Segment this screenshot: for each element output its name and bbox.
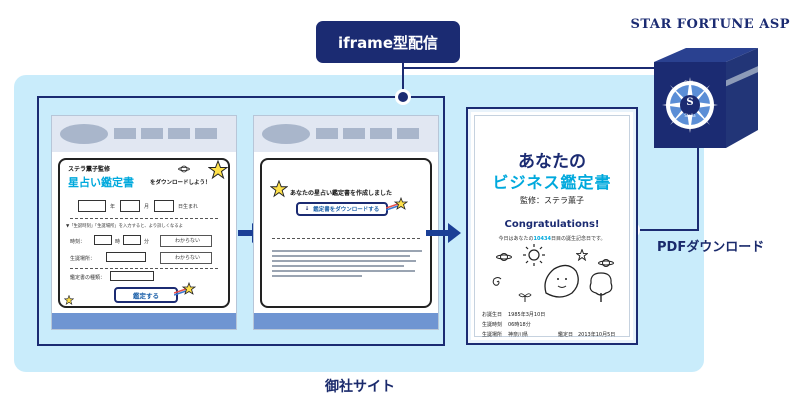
pdf-download-label: PDFダウンロード: [657, 240, 765, 255]
iframe-delivery-label: iframe型配信: [316, 21, 460, 63]
asp-logo-text-bottom: Stella: [684, 113, 696, 118]
iframe-frame: [37, 96, 445, 346]
cert-type-label: 鑑定書の種類：: [70, 275, 106, 281]
connector-pdf-vertical: [697, 140, 699, 231]
form-title-suffix: をダウンロードしよう！: [150, 180, 211, 186]
birth-day-input[interactable]: [154, 200, 174, 212]
company-site-label: 御社サイト: [325, 379, 395, 395]
pdf-birth-date-value: 1985年3月10日: [508, 312, 546, 318]
download-arrow-icon: ↓: [304, 206, 310, 212]
pdf-title-line1: あなたの: [518, 152, 586, 172]
fine-print-block: [272, 250, 422, 280]
result-card: あなたの星占い鑑定書を作成しました ↓ 鑑定書をダウンロードする: [260, 158, 432, 308]
asp-server-box-icon: [654, 48, 758, 148]
asp-logo-monogram: S: [686, 97, 694, 108]
small-star-icon: [64, 295, 74, 305]
submit-label: 鑑定する: [133, 292, 159, 300]
pdf-supervisor: 監修：ステラ薫子: [520, 196, 584, 205]
nav-placeholder: [114, 128, 136, 139]
nav-placeholder: [397, 128, 419, 139]
star-icon: [270, 180, 288, 198]
shooting-star-icon: [174, 281, 196, 296]
pdf-message-post: 日目の誕生記念日です。: [550, 236, 606, 242]
form-title: 星占い鑑定書: [68, 176, 134, 189]
form-divider: [70, 218, 218, 219]
pdf-message-pre: 今日はあなたの: [498, 236, 534, 242]
pdf-certificate-inner: [474, 115, 630, 337]
nav-placeholder: [370, 128, 392, 139]
planet-illustration: [496, 253, 512, 261]
pdf-issue-date-value: 2013年10月5日: [578, 332, 616, 338]
pdf-message-days: 10434: [533, 236, 551, 242]
connector-iframe-horizontal: [402, 67, 664, 69]
flow-arrow-right: [426, 223, 461, 243]
fortune-form-card: ステラ薫子監修 星占い鑑定書 をダウンロードしよう！ 年 月 日生まれ ▼「生誕…: [58, 158, 230, 308]
birth-hour-input[interactable]: [94, 235, 112, 245]
pdf-birth-place-label: 生誕場所: [482, 332, 503, 338]
page-footer-bar: [52, 313, 236, 329]
unknown-time-checkbox[interactable]: わからない: [160, 235, 212, 247]
unknown-place-checkbox[interactable]: わからない: [160, 252, 212, 264]
sun-illustration: [523, 244, 545, 266]
pdf-birth-time-label: 生誕時刻: [482, 322, 503, 328]
cert-type-select[interactable]: [110, 271, 154, 281]
page-footer-bar: [254, 313, 438, 329]
time-label: 時刻：: [70, 239, 86, 245]
asp-service-name: STAR FORTUNE ASP: [630, 17, 790, 32]
nav-placeholder: [168, 128, 190, 139]
born-suffix: 日生まれ: [178, 204, 199, 210]
connector-pdf-horizontal: [632, 229, 698, 231]
pdf-birth-place-value: 神奈川県: [508, 332, 529, 338]
shooting-star-icon: [386, 196, 408, 211]
pdf-congratulations: Congratulations!: [504, 219, 600, 230]
birth-month-input[interactable]: [120, 200, 140, 212]
year-suffix: 年: [110, 204, 116, 210]
pdf-issue-date-label: 鑑定日: [558, 332, 574, 338]
page-input-form: ステラ薫子監修 星占い鑑定書 をダウンロードしよう！ 年 月 日生まれ ▼「生誕…: [51, 115, 237, 330]
download-certificate-button[interactable]: ↓ 鑑定書をダウンロードする: [296, 202, 388, 216]
site-logo-placeholder: [262, 124, 310, 144]
asp-logo-text-top: Stella: [684, 80, 696, 85]
planet-icon: [178, 165, 190, 173]
hour-suffix: 時: [115, 239, 121, 245]
pdf-message: 今日はあなたの10434日目の誕生記念日です。: [468, 235, 636, 242]
site-logo-placeholder: [60, 124, 108, 144]
tree-illustration: [589, 272, 613, 302]
nav-placeholder: [343, 128, 365, 139]
birth-place-select[interactable]: [106, 252, 146, 262]
pdf-birth-time-value: 06時18分: [508, 322, 531, 328]
result-divider: [272, 238, 420, 239]
pdf-birth-date-label: お誕生日: [482, 312, 503, 318]
birth-year-input[interactable]: [78, 200, 106, 212]
form-divider: [70, 268, 218, 269]
moon-character-illustration: [544, 264, 579, 298]
star-icon: [208, 160, 228, 180]
month-suffix: 月: [144, 204, 150, 210]
nav-placeholder: [141, 128, 163, 139]
spiral-illustration: [492, 277, 502, 286]
nav-placeholder: [316, 128, 338, 139]
minute-suffix: 分: [144, 239, 150, 245]
planet-illustration: [598, 259, 614, 267]
sprout-illustration: [518, 293, 532, 302]
place-label: 生誕場所：: [70, 256, 96, 262]
pdf-title-line2: ビジネス鑑定書: [492, 173, 612, 192]
birth-minute-input[interactable]: [123, 235, 141, 245]
star-illustration: [576, 249, 588, 261]
connector-iframe-vertical: [402, 63, 404, 99]
form-instruction: ▼「生誕時刻」「生誕場所」を入力すると、より詳しくなるよ: [66, 224, 183, 229]
pdf-certificate: あなたの ビジネス鑑定書 監修：ステラ薫子 Congratulations! 今…: [466, 107, 638, 345]
download-label: 鑑定書をダウンロードする: [313, 207, 380, 213]
nav-placeholder: [195, 128, 217, 139]
created-message: あなたの星占い鑑定書を作成しました: [290, 190, 393, 197]
page-certificate-created: あなたの星占い鑑定書を作成しました ↓ 鑑定書をダウンロードする: [253, 115, 439, 330]
submit-fortune-button[interactable]: 鑑定する: [114, 287, 178, 303]
form-supervisor: ステラ薫子監修: [68, 166, 111, 173]
iframe-connection-dot: [395, 89, 411, 105]
